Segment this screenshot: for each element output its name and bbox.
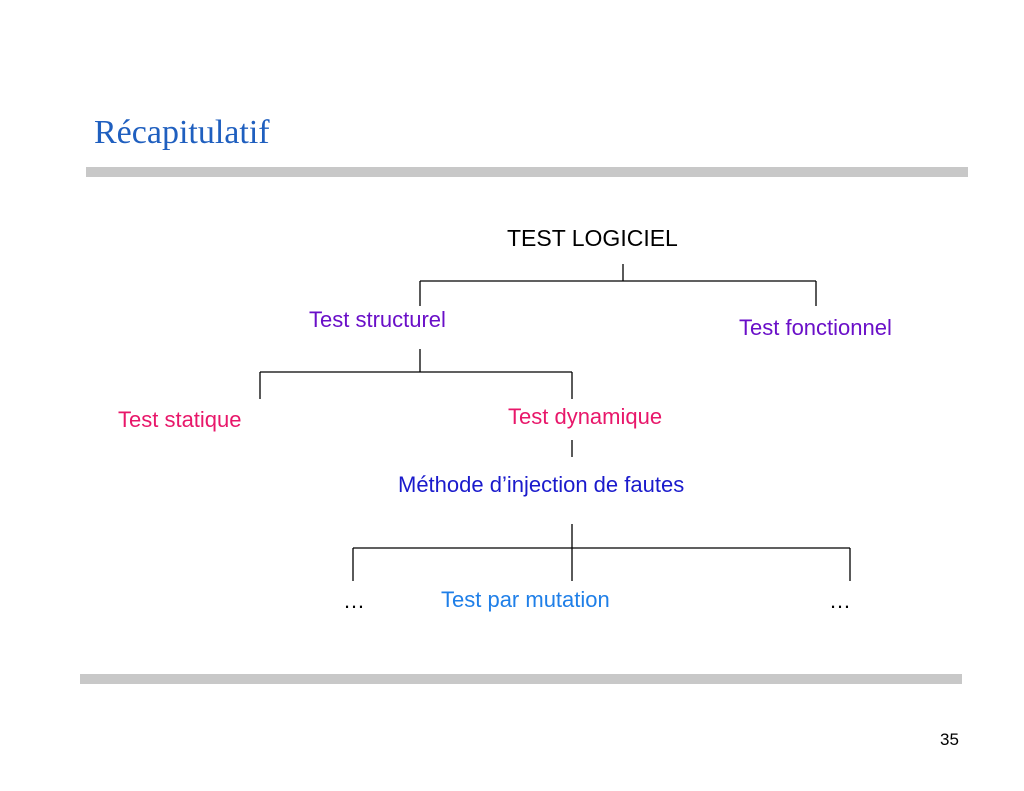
node-methode-injection-fautes: Méthode d’injection de fautes xyxy=(398,472,685,497)
footer-divider xyxy=(80,674,962,684)
title-divider xyxy=(86,167,968,177)
node-test-dynamique: Test dynamique xyxy=(508,404,663,429)
node-ellipsis-right: … xyxy=(829,588,854,613)
node-test-structurel: Test structurel xyxy=(309,307,446,332)
slide-title: Récapitulatif xyxy=(94,114,270,151)
node-ellipsis-left: … xyxy=(343,588,368,613)
page-number: 35 xyxy=(940,730,959,749)
node-test-statique: Test statique xyxy=(118,407,242,432)
node-test-logiciel: TEST LOGICIEL xyxy=(507,225,678,251)
node-test-fonctionnel: Test fonctionnel xyxy=(739,315,892,340)
node-test-par-mutation: Test par mutation xyxy=(441,587,610,612)
